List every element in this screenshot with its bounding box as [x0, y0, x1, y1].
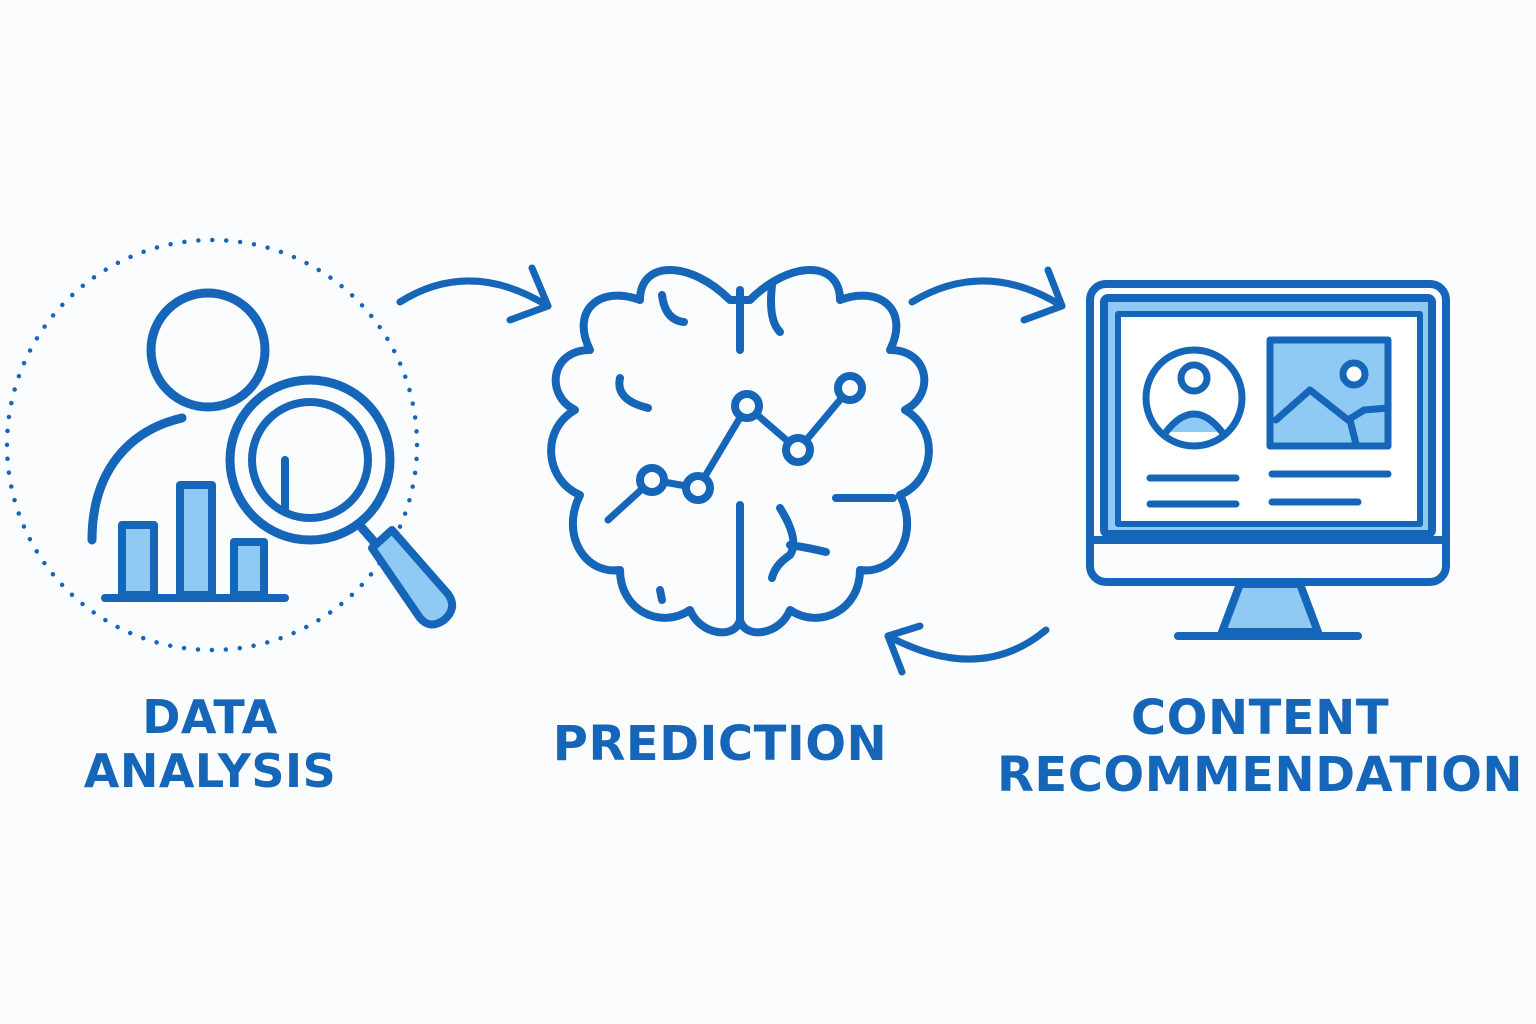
magnifying-glass-icon	[225, 375, 457, 629]
arrow-right-icon	[396, 264, 552, 324]
text-lines-icon	[1146, 470, 1392, 508]
label-line: ANALYSIS	[83, 744, 337, 799]
label-data-analysis: DATA ANALYSIS	[30, 690, 390, 799]
arrow-left-icon	[884, 622, 1050, 676]
label-line: RECOMMENDATION	[996, 746, 1524, 803]
label-line: DATA	[142, 690, 278, 744]
trend-line-icon	[604, 372, 866, 524]
arrow-right-icon	[908, 266, 1066, 324]
label-content-recommendation: CONTENT RECOMMENDATION	[975, 690, 1536, 803]
avatar-icon	[1142, 346, 1246, 450]
image-placeholder-icon	[1266, 336, 1392, 450]
person-body-icon	[87, 413, 187, 545]
monitor-icon	[1086, 280, 1450, 640]
bar-chart-icon	[101, 481, 289, 602]
monitor-stand	[1218, 580, 1322, 636]
person-head-icon	[146, 288, 270, 412]
label-line: PREDICTION	[552, 716, 888, 772]
dotted-circle	[4, 237, 420, 653]
label-prediction: PREDICTION	[520, 716, 920, 773]
brain-icon	[547, 266, 933, 637]
data-analysis-icon	[4, 237, 457, 653]
label-line: CONTENT	[1130, 690, 1390, 746]
